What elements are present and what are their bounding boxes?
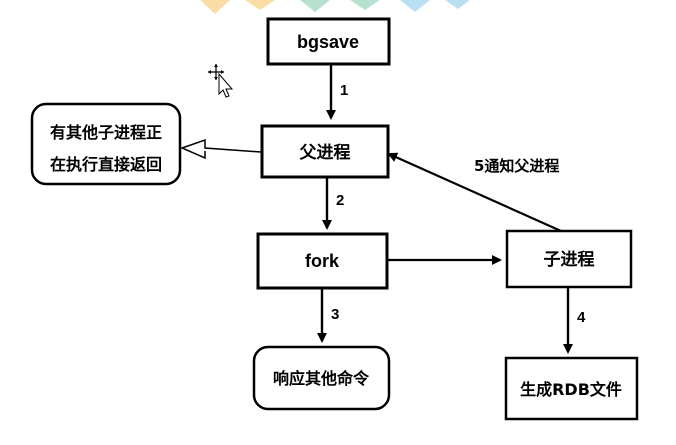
edge-child-to-parent — [387, 152, 562, 233]
node-parent: 父进程 — [260, 124, 390, 179]
node-fork-label: fork — [305, 251, 340, 271]
node-fork: fork — [256, 232, 389, 290]
node-rdb-label: 生成RDB文件 — [520, 380, 622, 399]
edge-label-5: 5通知父进程 — [474, 157, 559, 175]
node-respond-label: 响应其他命令 — [273, 369, 370, 388]
edge-label-4: 4 — [577, 309, 586, 326]
node-other-line2: 在执行直接返回 — [50, 155, 162, 174]
edge-label-3: 3 — [331, 306, 339, 323]
edge-parent-to-other — [179, 138, 262, 160]
edge-label-1: 1 — [340, 82, 348, 99]
node-respond: 响应其他命令 — [252, 345, 391, 411]
edge-label-2: 2 — [336, 192, 344, 209]
edges — [179, 64, 573, 354]
node-rdb: 生成RDB文件 — [504, 356, 639, 421]
move-cursor-icon — [208, 64, 234, 98]
node-child-label: 子进程 — [544, 250, 595, 270]
node-parent-label: 父进程 — [299, 143, 351, 163]
node-child: 子进程 — [505, 229, 633, 289]
node-bgsave-label: bgsave — [297, 32, 359, 52]
node-other-running: 有其他子进程正 在执行直接返回 — [30, 102, 182, 186]
watermark-band — [200, 0, 470, 14]
node-other-line1: 有其他子进程正 — [50, 123, 162, 142]
node-bgsave: bgsave — [266, 17, 391, 66]
